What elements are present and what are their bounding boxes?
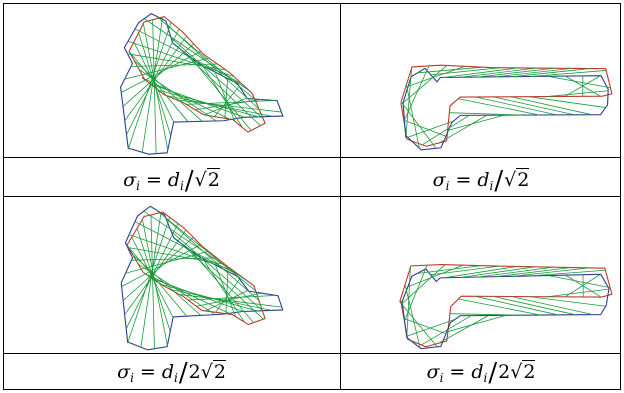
correspondence-line	[460, 68, 536, 77]
equals-sign: =	[146, 169, 162, 191]
slash: /	[494, 166, 503, 196]
shape-plot-top-right	[341, 3, 621, 157]
d-symbol: d	[162, 361, 174, 383]
correspondence-line	[547, 289, 609, 297]
equals-sign: =	[449, 361, 465, 383]
correspondence-line	[404, 318, 446, 333]
shape-plot-bottom-right	[341, 197, 621, 353]
correspondence-line	[203, 259, 245, 323]
sqrt-symbol: √	[201, 361, 213, 383]
index-i: i	[446, 179, 450, 193]
correspondence-lines	[400, 265, 610, 348]
caption-bottom-right: σi=di/2√2	[341, 358, 621, 388]
caption-bottom-left: σi=di/2√2	[3, 358, 340, 388]
correspondence-line	[493, 296, 575, 314]
radicand: 2	[207, 168, 220, 191]
correspondence-line	[529, 297, 605, 307]
correspondence-line	[401, 102, 436, 149]
correspondence-line	[125, 36, 187, 120]
radicand: 2	[522, 360, 535, 383]
radicand: 2	[213, 360, 226, 383]
sigma-symbol: σ	[123, 169, 136, 191]
shape-plot-top-left	[3, 3, 340, 157]
shape-plot-bottom-left	[3, 197, 340, 353]
correspondence-line	[166, 218, 259, 300]
d-symbol: d	[477, 169, 489, 191]
contour-blue	[121, 206, 283, 350]
cell-bottom-left: σi=di/2√2	[3, 197, 340, 390]
radicand: 2	[516, 168, 529, 191]
index-i: i	[136, 179, 140, 193]
correspondence-line	[142, 17, 163, 152]
d-symbol: d	[471, 361, 483, 383]
caption-top-left: σi=di/√2	[3, 166, 340, 196]
correspondence-line	[458, 99, 539, 115]
index-i: i	[490, 179, 494, 193]
sqrt-symbol: √	[195, 169, 207, 191]
sqrt-symbol: √	[510, 361, 522, 383]
sqrt-symbol: √	[504, 169, 516, 191]
correspondence-line	[476, 97, 557, 115]
slash: /	[488, 358, 497, 388]
correspondence-line	[196, 293, 261, 306]
correspondence-line	[548, 276, 610, 288]
sigma-symbol: σ	[117, 361, 130, 383]
correspondence-line	[548, 76, 611, 87]
slash: /	[185, 166, 194, 196]
correspondence-line	[191, 251, 254, 323]
index-i: i	[130, 371, 134, 385]
correspondence-lines	[401, 65, 610, 148]
correspondence-lines	[122, 209, 282, 348]
index-i: i	[174, 371, 178, 385]
coefficient: 2	[498, 361, 510, 383]
equals-sign: =	[140, 361, 156, 383]
correspondence-line	[448, 115, 505, 130]
equals-sign: =	[455, 169, 471, 191]
index-i: i	[180, 179, 184, 193]
coefficient: 2	[189, 361, 201, 383]
d-symbol: d	[168, 169, 180, 191]
correspondence-line	[475, 296, 558, 315]
slash: /	[179, 358, 188, 388]
caption-top-right: σi=di/√2	[341, 166, 621, 196]
correspondence-lines	[121, 16, 281, 153]
cell-top-right: σi=di/√2	[341, 3, 621, 196]
correspondence-line	[493, 97, 574, 115]
index-i: i	[440, 371, 444, 385]
correspondence-line	[150, 84, 244, 117]
sigma-symbol: σ	[427, 361, 440, 383]
correspondence-line	[155, 209, 255, 290]
cell-bottom-right: σi=di/2√2	[341, 197, 621, 390]
correspondence-line	[125, 230, 186, 315]
index-i: i	[484, 371, 488, 385]
sigma-symbol: σ	[433, 169, 446, 191]
cell-top-left: σi=di/√2	[3, 3, 340, 196]
correspondence-line	[529, 97, 605, 108]
